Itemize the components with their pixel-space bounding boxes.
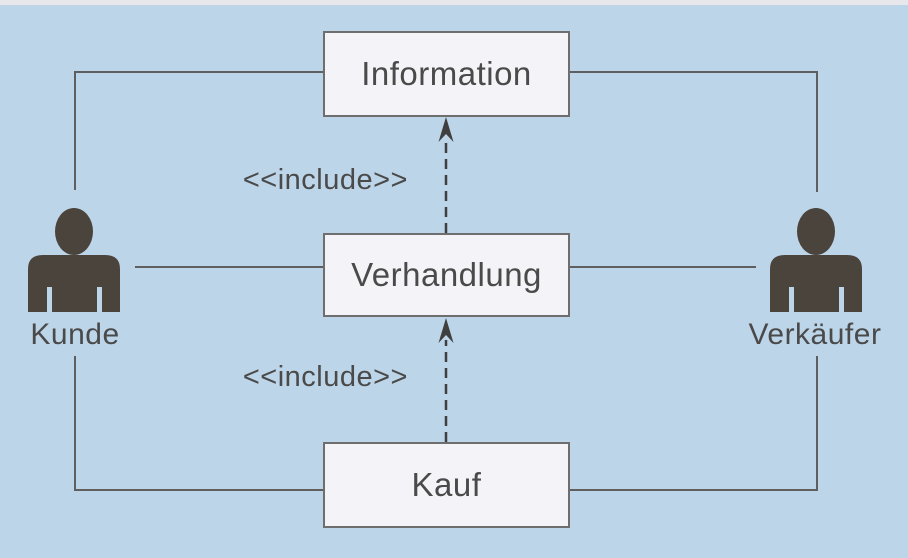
include-arrowhead-upper: [438, 117, 454, 142]
actor-verkaeufer-label: Verkäufer: [748, 318, 882, 351]
person-torso: [770, 255, 862, 312]
person-head: [55, 208, 93, 255]
usecase-information-label: Information: [361, 55, 532, 92]
actor-kunde-icon: [28, 208, 120, 312]
usecase-information: Information: [323, 31, 570, 117]
person-torso: [28, 255, 120, 312]
include-stereotype-upper: <<include>>: [242, 164, 408, 196]
person-head: [797, 208, 835, 255]
include-stereotype-lower: <<include>>: [242, 361, 408, 393]
usecase-verhandlung-label: Verhandlung: [351, 256, 542, 293]
usecase-kauf-label: Kauf: [411, 466, 482, 503]
usecase-verhandlung: Verhandlung: [323, 233, 570, 317]
include-arrowhead-lower: [438, 318, 454, 343]
actor-kunde-label: Kunde: [30, 318, 120, 351]
usecase-kauf: Kauf: [323, 442, 570, 528]
connector-kunde-kauf: [74, 356, 323, 491]
actor-verkaeufer-icon: [770, 208, 862, 312]
connector-verkaeufer-kauf: [570, 356, 818, 491]
page-edge-strip: [0, 0, 908, 5]
connector-verkaeufer-information: [570, 71, 818, 192]
connector-kunde-information: [74, 71, 323, 190]
